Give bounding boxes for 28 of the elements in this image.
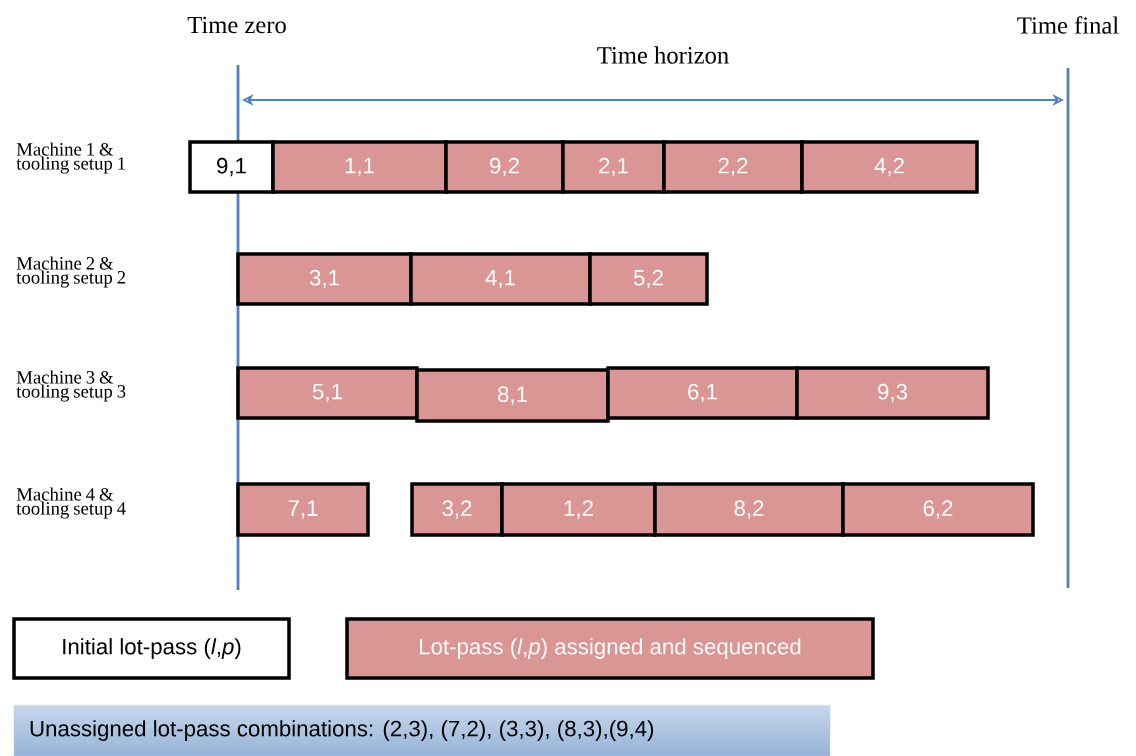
machine-label: Machine 3 & tooling setup 3 bbox=[16, 370, 126, 402]
lot-pass-box: 1,1 bbox=[271, 140, 448, 194]
lot-pass-box: 3,2 bbox=[410, 482, 504, 537]
lot-pass-box: 2,1 bbox=[561, 140, 666, 194]
machine-label: Machine 2 & tooling setup 2 bbox=[16, 256, 126, 288]
initial-lot-box: 9,1 bbox=[188, 140, 275, 194]
lot-pass-box: 4,1 bbox=[409, 252, 592, 306]
lot-pass-box: 9,2 bbox=[444, 140, 565, 194]
lot-pass-box: 6,2 bbox=[841, 482, 1035, 537]
time-label: Time horizon bbox=[597, 46, 729, 64]
machine-label: Machine 1 & tooling setup 1 bbox=[16, 142, 125, 174]
machine-label: Machine 4 & tooling setup 4 bbox=[16, 487, 126, 519]
info-band: Unassigned lot-pass combinations: (2,3), (7,2), (3,3), (8,3),(9,4) bbox=[13, 704, 831, 756]
legend-text: Initial lot-pass (l,p) bbox=[63, 638, 241, 659]
time-label: Time zero bbox=[187, 16, 286, 34]
legend-text: Lot-pass (l,p) assigned and sequenced bbox=[420, 638, 801, 659]
lot-pass-box: 6,1 bbox=[606, 366, 799, 420]
lot-pass-box: 5,1 bbox=[236, 366, 419, 420]
lot-pass-box: 8,2 bbox=[653, 482, 845, 537]
lot-pass-box: 7,1 bbox=[236, 482, 370, 537]
lot-pass-box: 2,2 bbox=[662, 140, 804, 194]
lot-pass-box: 3,1 bbox=[236, 252, 413, 306]
lot-pass-box: 1,2 bbox=[500, 482, 657, 537]
lot-pass-box: 5,2 bbox=[588, 252, 709, 306]
lot-pass-box: 9,3 bbox=[795, 366, 990, 420]
time-label: Time final bbox=[1017, 16, 1119, 34]
lot-pass-box: 4,2 bbox=[800, 140, 979, 194]
lot-pass-box: 8,1 bbox=[415, 368, 610, 423]
